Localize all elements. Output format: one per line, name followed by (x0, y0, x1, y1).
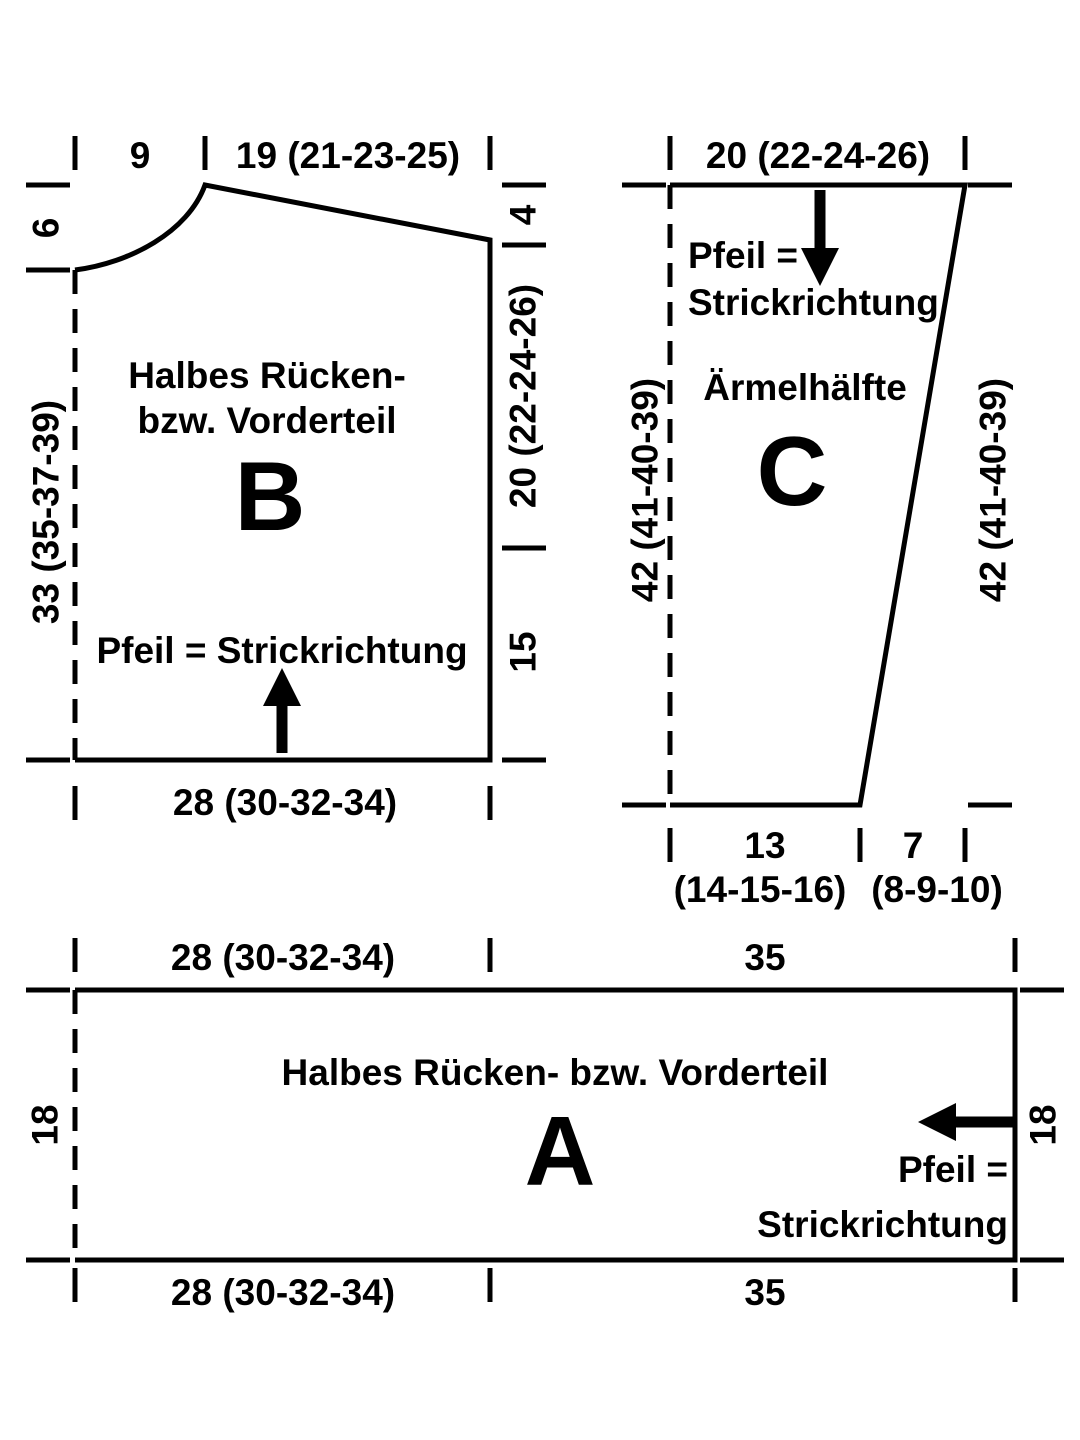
piece-c-title: Ärmelhälfte (703, 367, 907, 408)
piece-a-direction-note-line2: Strickrichtung (757, 1204, 1008, 1245)
dim-label-c-slant: 7 (903, 825, 924, 866)
piece-a-title: Halbes Rücken- bzw. Vorderteil (282, 1052, 829, 1093)
dim-label-c-left-height: 42 (41-40-39) (625, 378, 666, 602)
knit-direction-arrowhead-b (263, 668, 301, 706)
piece-b-letter: B (235, 441, 306, 551)
dim-label-a-bottom-left: 28 (30-32-34) (171, 1272, 395, 1313)
dim-label-a-bottom-right: 35 (744, 1272, 785, 1313)
dim-label-c-top: 20 (22-24-26) (706, 135, 930, 176)
dim-label-a-left-height: 18 (25, 1104, 66, 1145)
dim-label-a-top-left: 28 (30-32-34) (171, 937, 395, 978)
dim-label-c-slant-sizes: (8-9-10) (871, 869, 1003, 910)
piece-c-direction-note-line1: Pfeil = (688, 235, 798, 276)
piece-b-title-line1: Halbes Rücken- (128, 355, 406, 396)
piece-b-outline (74, 182, 493, 763)
piece-c-outline (670, 182, 968, 808)
dim-label-c-cuff-sizes: (14-15-16) (674, 869, 847, 910)
dim-label-b-top-shoulder: 19 (21-23-25) (236, 135, 460, 176)
piece-b-direction-note: Pfeil = Strickrichtung (96, 630, 467, 671)
dim-label-a-top-right: 35 (744, 937, 785, 978)
dim-label-b-shoulder-drop: 4 (503, 204, 544, 225)
dim-label-a-right-height: 18 (1023, 1104, 1064, 1145)
dim-label-b-left-height: 33 (35-37-39) (26, 400, 67, 624)
piece-c-direction-note-line2: Strickrichtung (688, 282, 939, 323)
piece-a: 28 (30-32-34) 35 18 18 28 (30-32-34) 35 … (25, 937, 1064, 1313)
dim-label-b-neck-depth: 6 (26, 218, 67, 239)
piece-b-title-line2: bzw. Vorderteil (137, 400, 396, 441)
dim-label-b-side: 15 (503, 631, 544, 672)
dim-label-c-cuff: 13 (744, 825, 785, 866)
knit-direction-arrowhead-c (801, 248, 839, 286)
dim-label-b-bottom: 28 (30-32-34) (173, 782, 397, 823)
knit-direction-arrowhead-a (918, 1103, 956, 1141)
piece-a-letter: A (525, 1096, 596, 1206)
piece-c: 20 (22-24-26) 42 (41-40-39) 42 (41-40-39… (622, 135, 1014, 910)
dim-label-c-right-height: 42 (41-40-39) (973, 378, 1014, 602)
piece-b: 9 19 (21-23-25) 6 33 (35-37-39) 4 20 (22… (26, 135, 546, 823)
piece-a-direction-note-line1: Pfeil = (898, 1149, 1008, 1190)
dim-label-b-armhole: 20 (22-24-26) (503, 284, 544, 508)
dim-label-b-top-neck: 9 (130, 135, 151, 176)
piece-a-outline (75, 987, 1018, 1263)
piece-c-letter: C (757, 416, 828, 526)
